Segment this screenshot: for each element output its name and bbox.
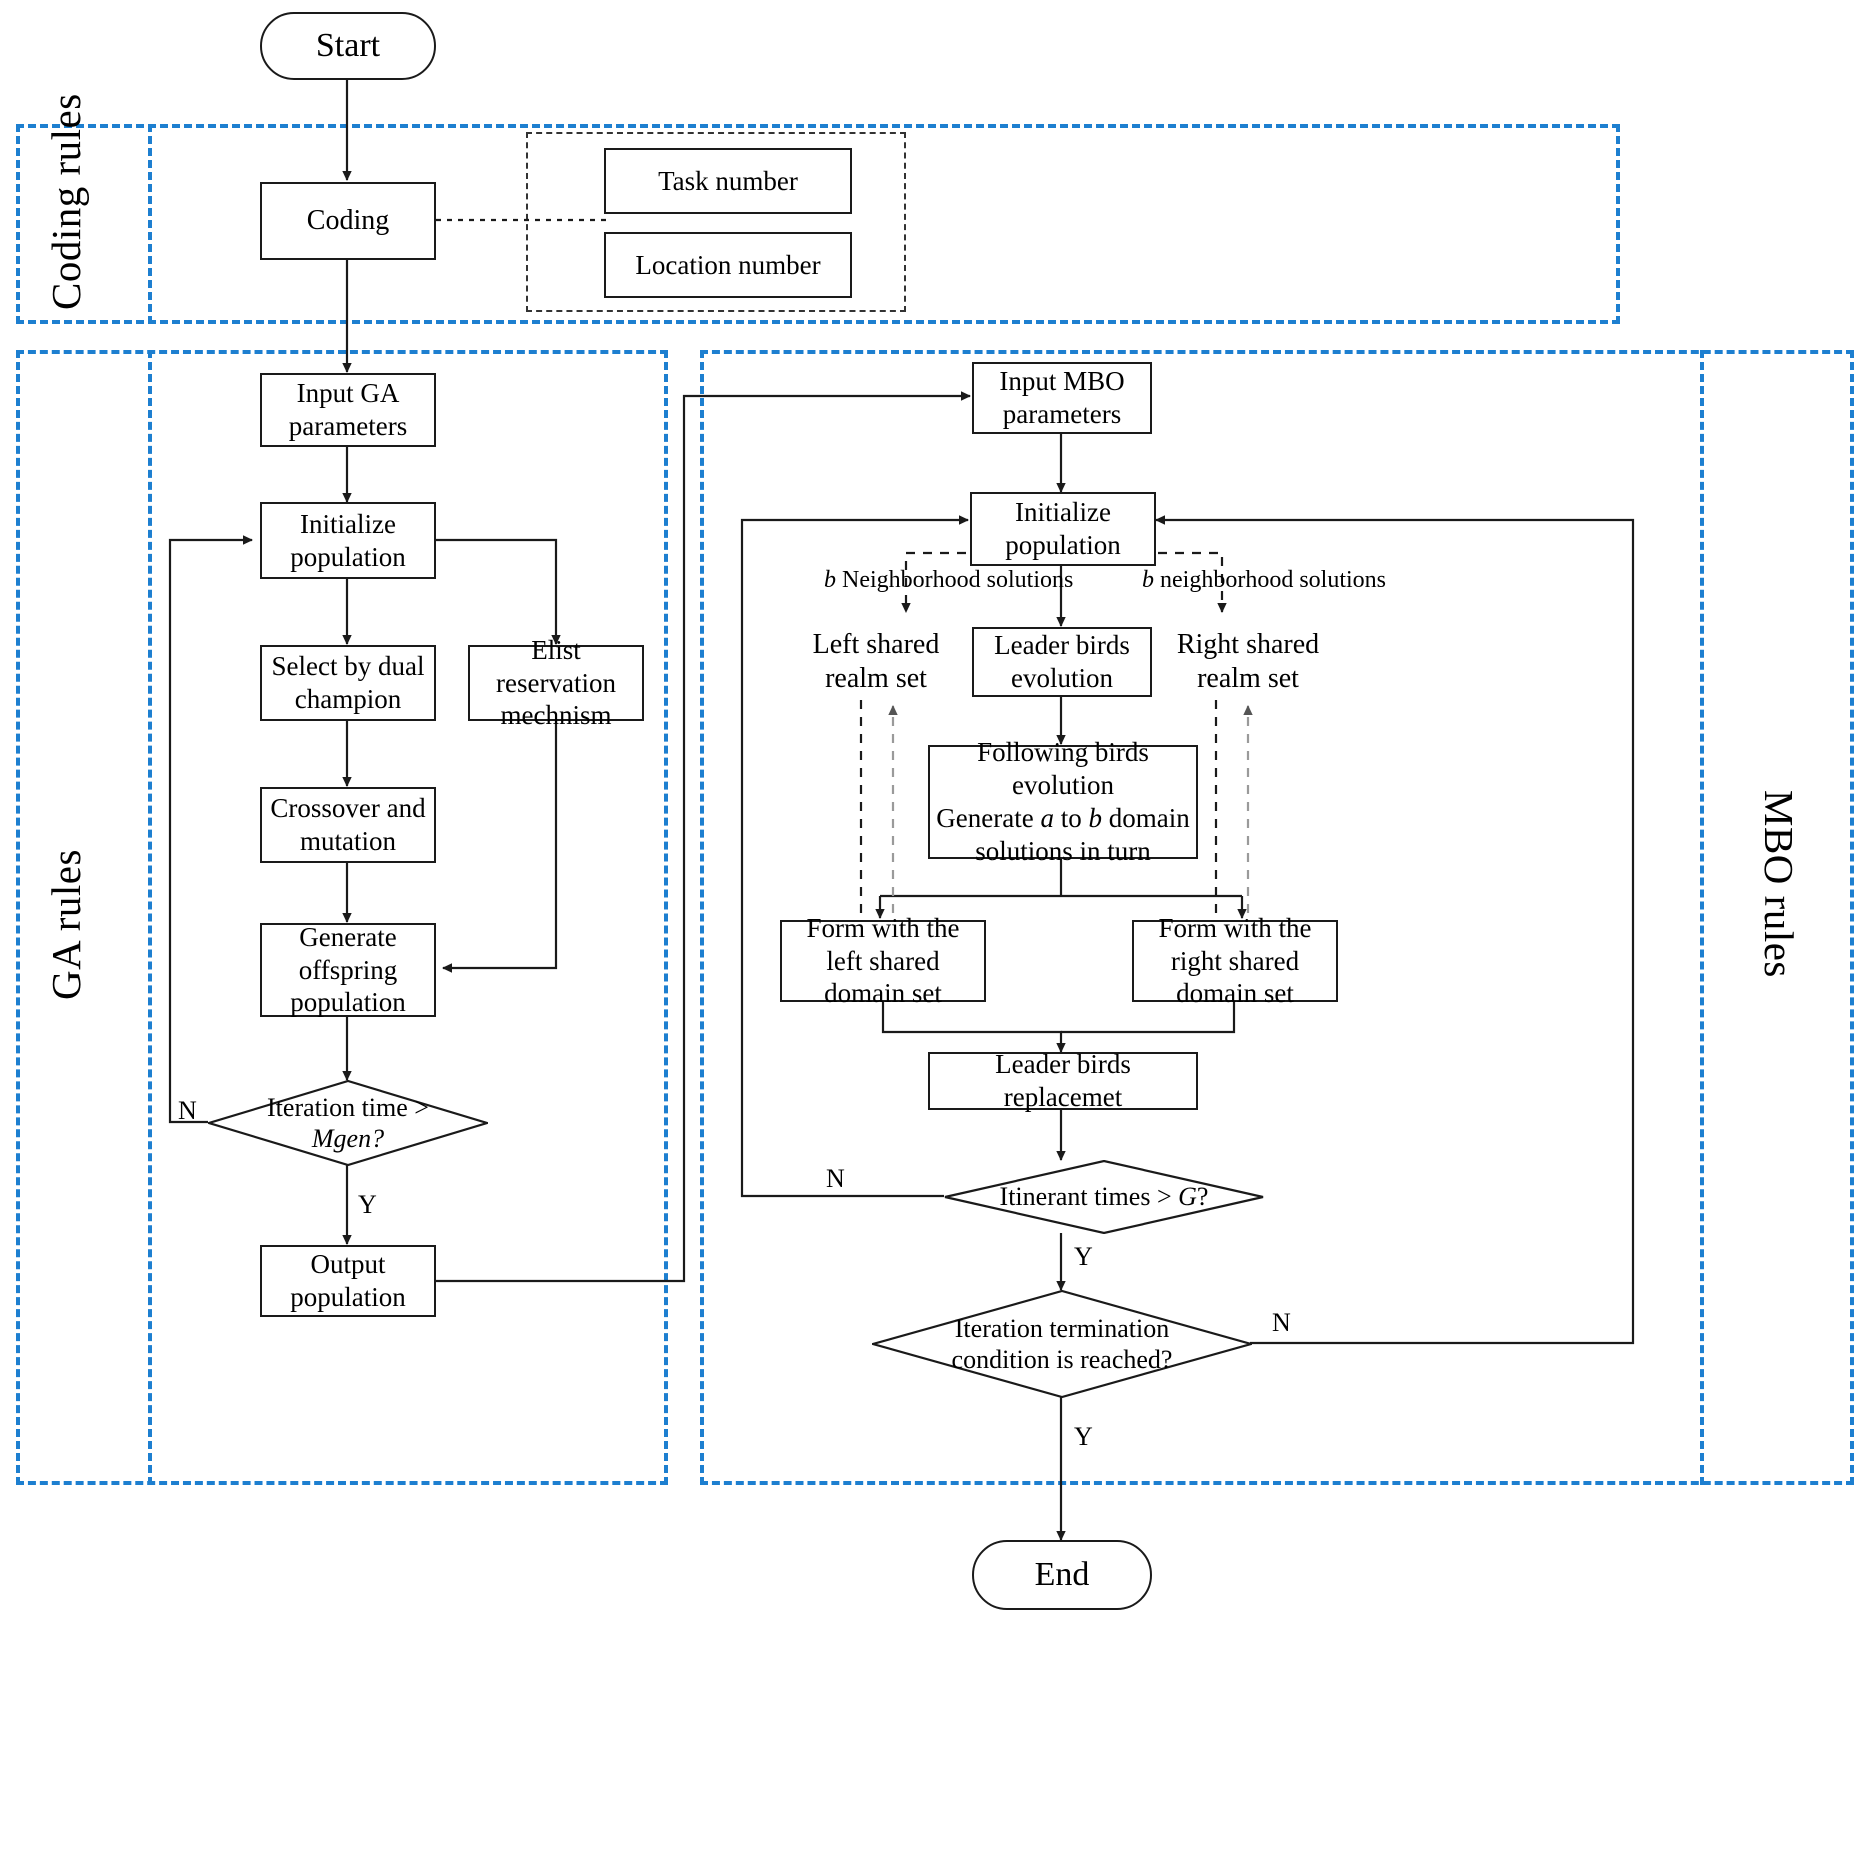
node-start-label: Start [315,27,381,65]
edge-label-termination-yes: Y [1074,1422,1093,1451]
node-select-by-dual-champion[interactable]: Select by dual champion [260,645,436,721]
decision-iteration-time-mgen-line2: Mgen? [311,1124,385,1153]
node-form-with-right-shared-domain-set-label: Form with the right shared domain set [1158,912,1312,1009]
edge-label-itinerant-no: N [826,1164,845,1193]
node-leader-birds-replacement[interactable]: Leader birds replacemet [928,1049,1198,1112]
node-task-number[interactable]: Task number [604,148,852,214]
decision-iteration-termination-line1: Iteration termination [954,1313,1170,1343]
node-leader-birds-evolution-label: Leader birds evolution [994,630,1130,693]
node-task-number-label: Task number [658,165,798,196]
node-elist-reservation-mechnism-label: Elist reservation mechnism [496,634,616,731]
region-coding-rules-label: Coding rules [43,93,89,310]
decision-iteration-termination[interactable]: Iteration termination condition is reach… [872,1290,1252,1398]
decision-iteration-time-mgen-line1: Iteration time > [267,1092,429,1122]
node-output-population[interactable]: Output population [260,1245,436,1317]
region-mbo-rules-inner [700,350,1704,1485]
region-ga-rules-label: GA rules [43,849,89,1000]
node-crossover-and-mutation[interactable]: Crossover and mutation [260,787,436,863]
node-following-birds-evolution-line1: Following birds evolution [977,737,1149,801]
node-generate-offspring-population[interactable]: Generate offspring population [260,921,436,1018]
node-right-shared-realm-set-label: Right shared realm set [1176,628,1320,694]
node-initialize-population-ga-label: Initialize population [290,508,406,572]
node-initialize-population-mbo-label: Initialize population [1005,497,1121,560]
node-end[interactable]: End [972,1540,1152,1610]
decision-itinerant-times[interactable]: Itinerant times > G? [944,1160,1264,1234]
coding-detail-group [526,132,906,312]
node-following-birds-evolution[interactable]: Following birds evolution Generate a to … [928,737,1198,866]
node-right-shared-realm-set: Right shared realm set [1158,626,1338,698]
node-form-with-right-shared-domain-set[interactable]: Form with the right shared domain set [1132,913,1338,1008]
node-coding[interactable]: Coding [260,182,436,260]
node-coding-label: Coding [306,204,390,236]
decision-iteration-time-mgen[interactable]: Iteration time > Mgen? [208,1080,488,1166]
edge-label-itinerant-yes: Y [1074,1242,1093,1271]
node-form-with-left-shared-domain-set[interactable]: Form with the left shared domain set [780,913,986,1008]
decision-itinerant-times-label: Itinerant times > G? [999,1182,1209,1212]
node-generate-offspring-population-label: Generate offspring population [290,921,406,1018]
node-input-mbo-parameters[interactable]: Input MBO parameters [972,362,1152,434]
node-left-shared-realm-set: Left shared realm set [786,626,966,698]
edge-label-mgen-no: N [178,1096,197,1125]
node-select-by-dual-champion-label: Select by dual champion [271,651,425,714]
node-elist-reservation-mechnism[interactable]: Elist reservation mechnism [468,635,644,730]
node-following-birds-evolution-line3: solutions in turn [975,835,1151,866]
node-leader-birds-evolution[interactable]: Leader birds evolution [972,627,1152,697]
region-coding-rules [16,124,1620,324]
region-mbo-rules-label: MBO rules [1756,790,1802,978]
node-end-label: End [1034,1556,1090,1594]
edge-label-mgen-yes: Y [358,1190,377,1219]
edge-label-termination-no: N [1272,1308,1291,1337]
node-input-ga-parameters-label: Input GA parameters [288,378,408,441]
node-start[interactable]: Start [260,12,436,80]
node-left-shared-realm-set-label: Left shared realm set [812,628,940,694]
edge-label-b-neighborhood-left: b Neighborhood solutions [824,567,1074,593]
decision-iteration-termination-line2: condition is reached? [951,1345,1173,1374]
node-location-number[interactable]: Location number [604,232,852,298]
region-ga-rules-inner [148,350,668,1485]
node-crossover-and-mutation-label: Crossover and mutation [270,793,426,856]
node-output-population-label: Output population [290,1249,406,1312]
node-following-birds-evolution-line2: Generate a to b domain [936,803,1190,833]
region-coding-rules-inner [148,124,1620,324]
node-input-ga-parameters[interactable]: Input GA parameters [260,373,436,447]
node-form-with-left-shared-domain-set-label: Form with the left shared domain set [806,912,960,1009]
edge-label-b-neighborhood-right: b neighborhood solutions [1142,567,1386,593]
node-leader-birds-replacement-label: Leader birds replacemet [995,1049,1131,1112]
node-initialize-population-mbo[interactable]: Initialize population [970,492,1156,566]
node-location-number-label: Location number [635,249,821,280]
node-input-mbo-parameters-label: Input MBO parameters [999,366,1125,429]
node-initialize-population-ga[interactable]: Initialize population [260,502,436,579]
